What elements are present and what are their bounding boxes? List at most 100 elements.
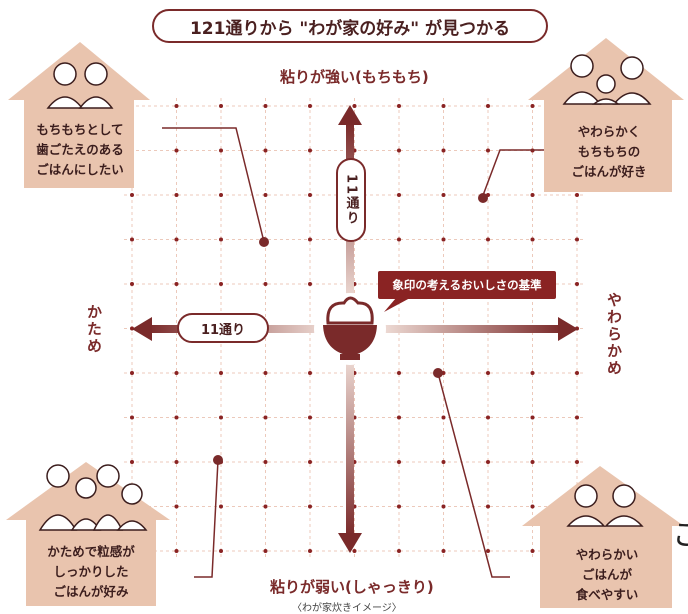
- grid-dot: [219, 504, 223, 509]
- grid-dot: [263, 104, 268, 108]
- grid-dot: [575, 237, 579, 242]
- grid-dot: [263, 415, 268, 420]
- grid-dot: [308, 193, 312, 197]
- grid-dot: [130, 193, 134, 197]
- grid-dot: [219, 371, 223, 375]
- rice-bowl-icon: [314, 293, 386, 365]
- vertical-count-pill: 11通り: [336, 158, 366, 242]
- axis-label-top: 粘りが強い(もちもち): [280, 68, 429, 86]
- grid-dot: [441, 193, 446, 197]
- grid-dot: [441, 104, 446, 108]
- grid-dot: [308, 415, 312, 420]
- grid-dot: [530, 193, 535, 197]
- grid-dot: [130, 415, 134, 420]
- grid-dot: [441, 148, 446, 153]
- connector-lines: [162, 127, 548, 578]
- grid-dot: [575, 371, 579, 375]
- grid-dot: [397, 104, 401, 108]
- grid-dot: [219, 193, 223, 197]
- house-text-bottom-left: かためで粒感が しっかりした ごはんが好み: [47, 544, 135, 599]
- house-top-left: [8, 42, 150, 188]
- grid-dot: [530, 549, 535, 553]
- grid-dot: [486, 415, 490, 420]
- grid-dot: [263, 282, 268, 286]
- grid-dot: [352, 104, 357, 108]
- grid-dot: [441, 237, 446, 242]
- grid-dot: [397, 504, 401, 509]
- grid-dot: [397, 148, 401, 153]
- grid-dot: [530, 104, 535, 108]
- grid-dot: [219, 237, 223, 242]
- grid-dot: [530, 504, 535, 509]
- grid-dot: [397, 371, 401, 375]
- grid-dot: [174, 148, 179, 153]
- grid-dot: [130, 460, 134, 464]
- grid-dot: [174, 104, 179, 108]
- grid-dot: [486, 549, 490, 553]
- left-arrow-icon: [132, 317, 152, 341]
- axis-label-right: やわらかめ: [605, 292, 623, 377]
- grid-dot: [441, 504, 446, 509]
- grid-dot: [530, 237, 535, 242]
- grid-dot: [308, 282, 312, 286]
- house-text-top-left: もちもちとして 歯ごたえのある ごはんにしたい: [36, 122, 124, 177]
- grid-dot: [263, 460, 268, 464]
- grid-dot: [486, 148, 490, 153]
- grid-dot: [219, 148, 223, 153]
- image-caption: 〈わが家炊きイメージ〉: [292, 603, 402, 614]
- elderly-couple-illustration-icon: [566, 484, 644, 527]
- grid-dot: [308, 549, 312, 553]
- grid-dot: [397, 460, 401, 464]
- grid-dot: [575, 282, 579, 286]
- couple-illustration-icon: [46, 62, 114, 109]
- grid-dot: [486, 237, 490, 242]
- grid-dot: [397, 549, 401, 553]
- callout-pointer: [384, 298, 410, 312]
- right-arrow-icon: [558, 317, 578, 341]
- grid-dot: [130, 282, 134, 286]
- grid-dot: [397, 237, 401, 242]
- grid-dot: [263, 504, 268, 509]
- grid-dot: [174, 371, 179, 375]
- grid-dot: [530, 371, 535, 375]
- grid-dot: [308, 460, 312, 464]
- edge-glyph: こ: [672, 518, 688, 553]
- connector-dots: [213, 193, 488, 465]
- grid-dot: [130, 371, 134, 375]
- grid-dot: [174, 282, 179, 286]
- grid-dot: [174, 504, 179, 509]
- grid-dot: [397, 415, 401, 420]
- grid-dot: [308, 104, 312, 108]
- grid-dot: [397, 193, 401, 197]
- up-arrow-icon: [338, 105, 362, 125]
- grid-dot: [130, 237, 134, 242]
- grid-dot: [308, 371, 312, 375]
- house-bottom-right: [522, 466, 684, 608]
- grid-dot: [441, 549, 446, 553]
- grid-dot: [174, 549, 179, 553]
- large-family-illustration-icon: [38, 464, 148, 531]
- grid-dot: [263, 549, 268, 553]
- grid-dot: [263, 148, 268, 153]
- grid-dot: [441, 460, 446, 464]
- house-text-bottom-right: やわらかい ごはんが 食べやすい: [575, 547, 639, 602]
- grid-dot: [486, 504, 490, 509]
- grid-dot: [575, 415, 579, 420]
- house-top-right: [528, 38, 684, 192]
- family-illustration-icon: [562, 54, 652, 105]
- grid-dot: [219, 549, 223, 553]
- grid-dot: [530, 460, 535, 464]
- grid-dot: [174, 460, 179, 464]
- grid-dot: [308, 504, 312, 509]
- grid-dot: [263, 193, 268, 197]
- grid-dot: [174, 237, 179, 242]
- grid-dot: [486, 104, 490, 108]
- callout-standard: 象印の考えるおいしさの基準: [378, 271, 556, 299]
- horizontal-count-label: 11通り: [200, 322, 246, 338]
- house-text-top-right: やわらかく もちもちの ごはんが好き: [571, 124, 647, 179]
- grid-dot: [530, 415, 535, 420]
- diagram-title: 121通りから "わが家の好み" が見つかる: [152, 9, 548, 43]
- grid-dot: [174, 193, 179, 197]
